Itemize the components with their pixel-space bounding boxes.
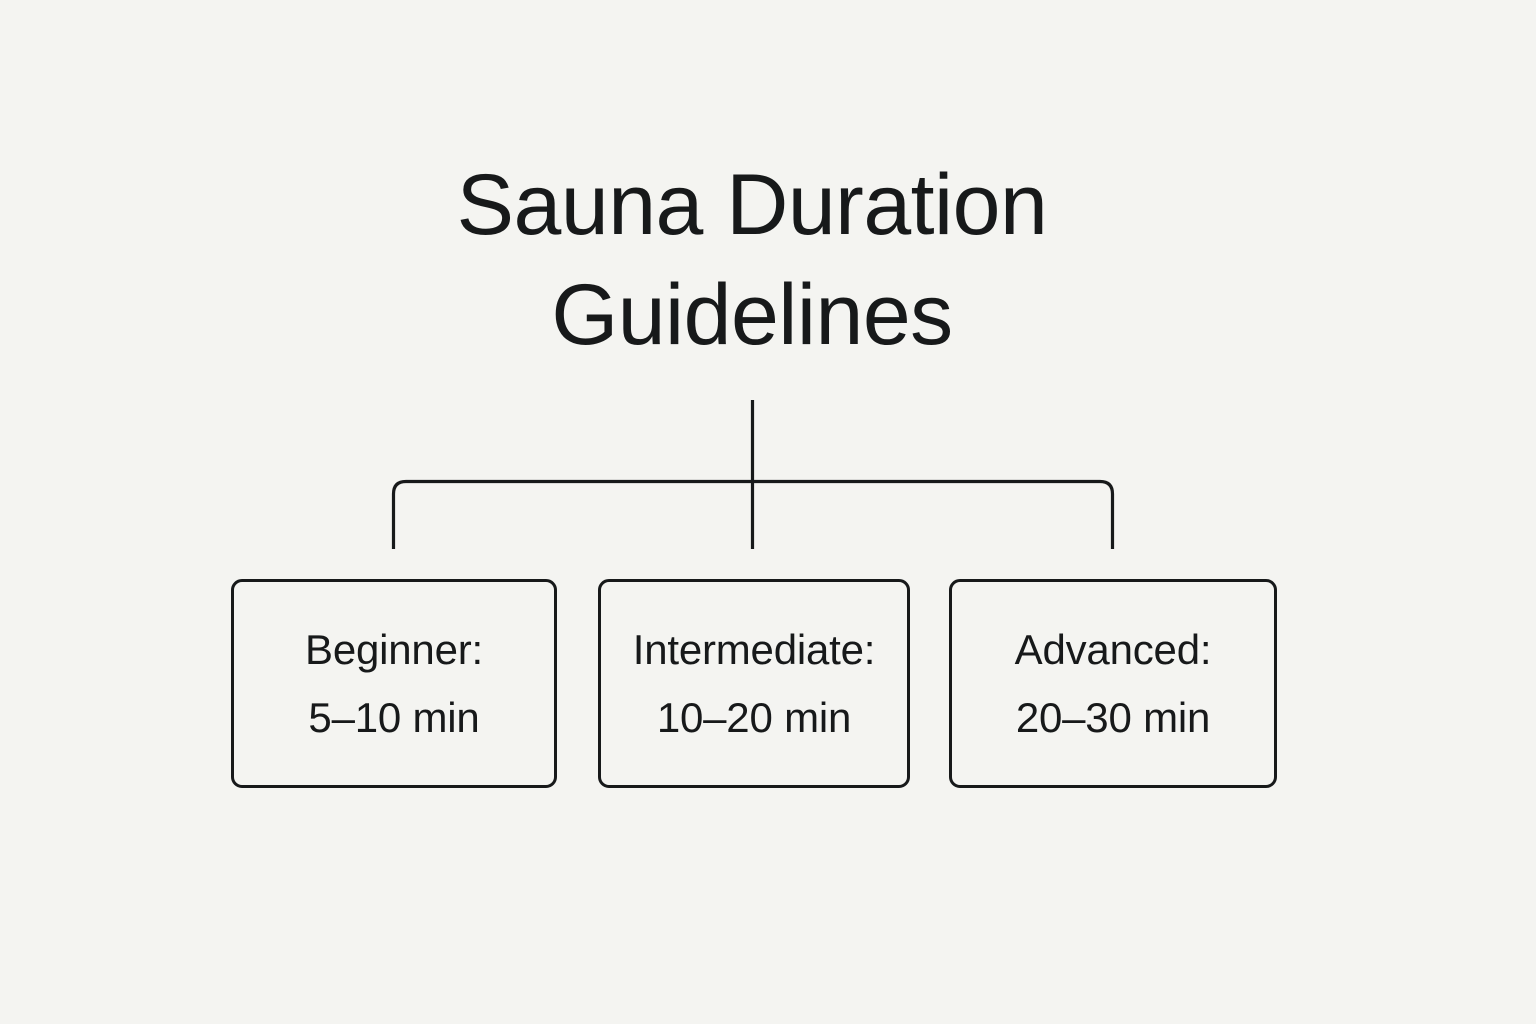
node-label: Advanced: — [1014, 625, 1212, 673]
node-label: Beginner: — [305, 625, 483, 673]
page-title: Sauna Duration Guidelines — [0, 150, 1520, 370]
connector-branch-right — [752, 479, 1115, 549]
node-value: 20–30 min — [1015, 693, 1211, 741]
connector-branch-left — [391, 479, 753, 549]
node-value: 5–10 min — [308, 693, 480, 741]
title-line-1: Sauna Duration — [456, 157, 1048, 253]
title-line-2: Guidelines — [551, 267, 953, 363]
node-beginner[interactable]: Beginner: 5–10 min — [231, 579, 557, 788]
node-advanced[interactable]: Advanced: 20–30 min — [949, 579, 1277, 788]
node-intermediate[interactable]: Intermediate: 10–20 min — [598, 579, 910, 788]
node-value: 10–20 min — [656, 693, 852, 741]
node-label: Intermediate: — [632, 625, 876, 673]
